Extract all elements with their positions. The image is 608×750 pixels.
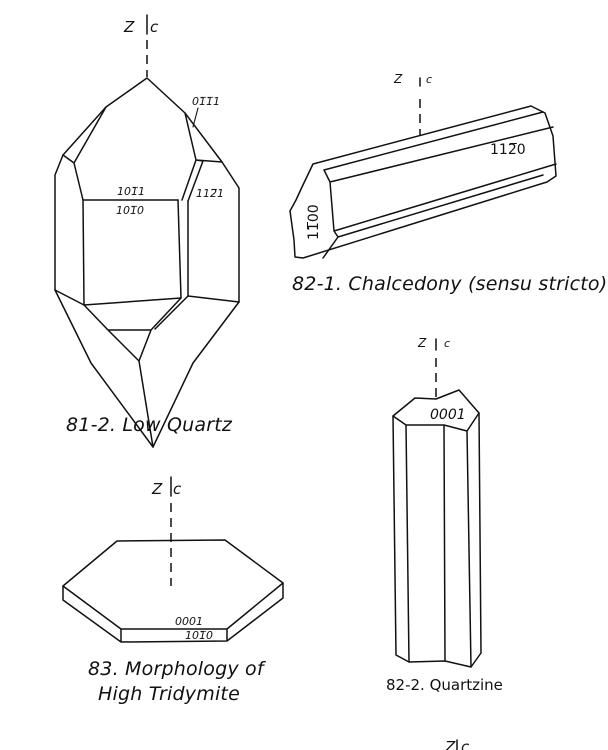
quartzine-caption: 82-2. Quartzine (386, 676, 503, 694)
high-tridymite-drawing: Z c 0001 101̅0 83. Morphology of High Tr… (62, 476, 284, 705)
tridymite-axis-c-label: c (173, 480, 182, 498)
next-figure-axis-c-label: c (461, 738, 470, 750)
low-quartz-prism-front (54, 199, 240, 306)
chalcedony-axis-c-label: c (426, 73, 432, 86)
low-quartz-leader-0111 (192, 107, 199, 128)
tridymite-side-faces (62, 582, 284, 643)
quartzine-top-face (392, 412, 480, 668)
low-quartz-axis-c-label: c (150, 18, 159, 36)
chalcedony-outline (289, 105, 557, 259)
quartzine-drawing: Z c 0001 82-2. Quartzine (386, 336, 503, 694)
chalcedony-axis-z-label: Z (393, 72, 403, 86)
quartzine-outline (392, 389, 482, 668)
low-quartz-face-1010: 101̅0 (116, 204, 144, 217)
quartzine-axis-z-label: Z (417, 336, 427, 350)
chalcedony-long-edges (322, 111, 557, 259)
chalcedony-caption: 82-1. Chalcedony (sensu stricto) (292, 273, 607, 295)
chalcedony-face-1120: 112̅0 (490, 142, 526, 158)
next-figure-axis-z-label: Z (444, 738, 456, 750)
low-quartz-upper-edges (62, 106, 223, 202)
tridymite-face-0001: 0001 (175, 615, 203, 628)
low-quartz-lower-edges (83, 295, 189, 448)
low-quartz-face-1011: 101̅1 (117, 185, 145, 198)
quartzine-axis-c-label: c (444, 337, 450, 350)
low-quartz-axis-z-label: Z (123, 18, 135, 36)
tridymite-face-1010: 101̅0 (185, 629, 213, 642)
chalcedony-face-1100: 11̅00 (306, 204, 322, 240)
low-quartz-outline (54, 77, 240, 448)
chalcedony-drawing: Z c 112̅0 11̅00 82-1. Chalcedony (sensu … (289, 72, 607, 295)
low-quartz-face-0111: 01̅1̅1 (192, 95, 220, 108)
tridymite-caption-line2: High Tridymite (98, 683, 240, 705)
tridymite-caption-line1: 83. Morphology of (88, 658, 267, 680)
tridymite-top-face (62, 539, 284, 630)
tridymite-axis-z-label: Z (151, 480, 163, 498)
low-quartz-caption: 81-2. Low Quartz (66, 414, 233, 436)
low-quartz-drawing: Z c 01̅1̅1 101̅1 101̅0 112̅1 81-2. Low Q… (54, 14, 240, 448)
quartzine-face-0001: 0001 (430, 407, 466, 423)
low-quartz-face-1121: 112̅1 (196, 187, 224, 200)
